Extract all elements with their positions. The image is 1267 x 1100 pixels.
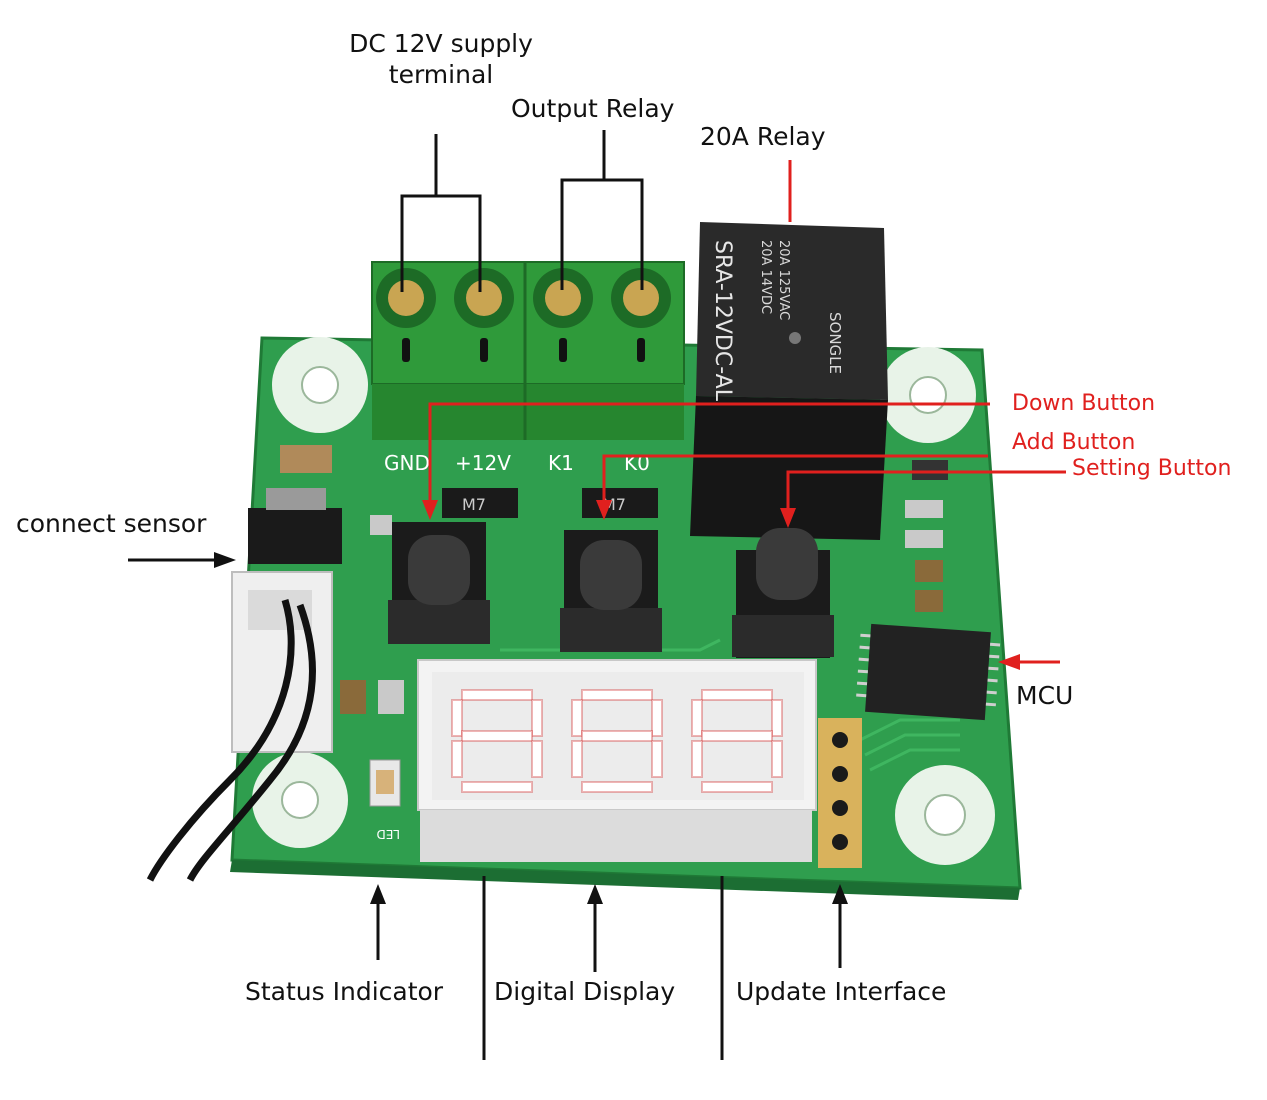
label-output-relay: Output Relay bbox=[511, 94, 675, 123]
digit-3-segment-3 bbox=[771, 699, 783, 737]
digit-3-segment-5 bbox=[691, 740, 703, 778]
label-down-button: Down Button bbox=[1012, 391, 1156, 416]
mounting-hole-top-right bbox=[880, 347, 976, 443]
diode-d2: M7 bbox=[442, 488, 518, 518]
seven-segment-digits bbox=[451, 689, 783, 793]
digit-3-segment-2 bbox=[691, 699, 703, 737]
annotation-arrowheads-red bbox=[422, 500, 1020, 670]
mcu-chip bbox=[856, 623, 1001, 721]
relay-rating-1: 20A 14VDC bbox=[758, 240, 773, 314]
digit-1-segment-1 bbox=[461, 689, 533, 701]
annotation-lines-black bbox=[128, 130, 842, 1060]
label-mcu: MCU bbox=[1016, 681, 1074, 710]
setting-button-component bbox=[732, 528, 834, 658]
digit-1-segment-3 bbox=[531, 699, 543, 737]
label-status-indicator: Status Indicator bbox=[245, 977, 444, 1006]
label-dc-supply-line1: DC 12V supply bbox=[349, 29, 533, 58]
relay-20a bbox=[690, 222, 888, 540]
digit-2-segment-2 bbox=[571, 699, 583, 737]
diode-d2-label: M7 bbox=[462, 495, 486, 514]
label-20a-relay: 20A Relay bbox=[700, 122, 826, 151]
annotation-lines-red bbox=[428, 160, 1066, 664]
label-connect-sensor: connect sensor bbox=[16, 509, 207, 538]
digit-3-segment-6 bbox=[771, 740, 783, 778]
smd-components bbox=[280, 445, 948, 714]
annotation-arrowheads-black bbox=[214, 552, 848, 904]
digit-2-segment-5 bbox=[571, 740, 583, 778]
digit-2-segment-6 bbox=[651, 740, 663, 778]
label-update-interface: Update Interface bbox=[736, 977, 947, 1006]
label-dc-supply-line2: terminal bbox=[388, 60, 494, 89]
label-setting-button: Setting Button bbox=[1072, 456, 1232, 481]
mounting-hole-bottom-left bbox=[252, 752, 348, 848]
terminal-label-k1: K1 bbox=[548, 451, 574, 475]
digit-2-segment-7 bbox=[581, 781, 653, 793]
terminal-label-gnd: GND bbox=[384, 451, 430, 475]
digit-3-segment-1 bbox=[701, 689, 773, 701]
digit-1-segment-6 bbox=[531, 740, 543, 778]
add-button-component bbox=[560, 530, 662, 652]
digit-1-segment-4 bbox=[461, 730, 533, 742]
digit-2-segment-1 bbox=[581, 689, 653, 701]
digit-3-segment-7 bbox=[701, 781, 773, 793]
led-silkscreen: LED bbox=[376, 827, 400, 841]
relay-model-text: SRA-12VDC-AL bbox=[710, 240, 735, 402]
mounting-hole-bottom-right bbox=[895, 765, 995, 865]
label-digital-display: Digital Display bbox=[494, 977, 676, 1006]
status-led bbox=[369, 759, 401, 807]
digit-1-segment-7 bbox=[461, 781, 533, 793]
digit-2-segment-4 bbox=[581, 730, 653, 742]
relay-brand: SONGLE bbox=[826, 312, 844, 374]
sensor-connector bbox=[146, 571, 333, 882]
digit-2-segment-3 bbox=[651, 699, 663, 737]
update-interface-header bbox=[818, 718, 862, 868]
relay-rating-2: 20A 125VAC bbox=[776, 240, 791, 320]
label-add-button: Add Button bbox=[1012, 430, 1136, 455]
digit-1-segment-2 bbox=[451, 699, 463, 737]
terminal-block bbox=[371, 261, 685, 440]
mounting-hole-top-left bbox=[272, 337, 368, 433]
digit-1-segment-5 bbox=[451, 740, 463, 778]
diode-d1: M7 bbox=[582, 488, 658, 518]
digit-3-segment-4 bbox=[701, 730, 773, 742]
terminal-label-12v: +12V bbox=[455, 451, 511, 475]
down-button-component bbox=[388, 522, 490, 644]
voltage-regulator bbox=[248, 488, 342, 564]
